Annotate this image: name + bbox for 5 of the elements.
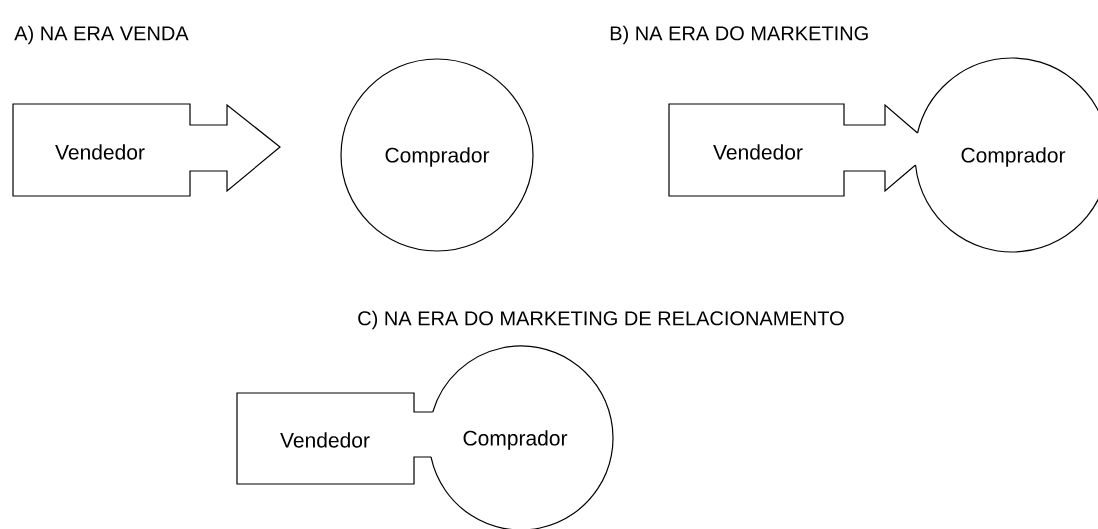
panel-title: B) NA ERA DO MARKETING <box>610 25 868 45</box>
arrow-box: Vendedor <box>12 103 281 197</box>
panel-title: A) NA ERA VENDA <box>14 25 189 45</box>
notched-box: Vendedor <box>236 392 434 485</box>
panel-title: C) NA ERA DO MARKETING DE RELACIONAMENTO <box>358 310 844 330</box>
